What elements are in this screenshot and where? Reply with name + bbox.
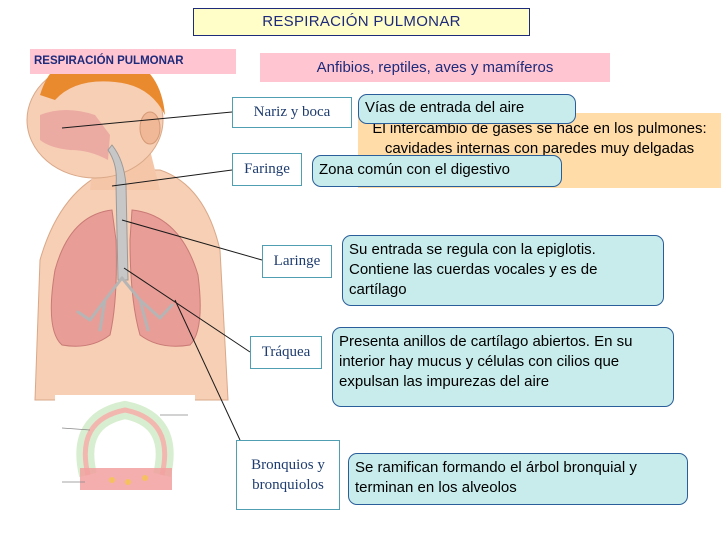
ear-shape	[139, 111, 161, 145]
nasal-cavity	[40, 110, 110, 160]
group-label: Anfibios, reptiles, aves y mamíferos	[260, 53, 610, 82]
organ-desc-bronquios: Se ramifican formando el árbol bronquial…	[348, 453, 688, 505]
organ-desc-traquea: Presenta anillos de cartílago abiertos. …	[332, 327, 674, 407]
organ-label-faringe: Faringe	[232, 153, 302, 186]
organ-desc-laringe: Su entrada se regula con la epiglotis. C…	[342, 235, 664, 306]
left-lung	[50, 209, 117, 347]
trachea-cross-section	[55, 395, 195, 510]
organ-label-traquea: Tráquea	[250, 336, 322, 369]
section-label: RESPIRACIÓN PULMONAR	[30, 49, 236, 74]
organ-desc-faringe: Zona común con el digestivo	[312, 155, 562, 187]
trachea-tube	[107, 144, 129, 281]
bronchial-tree	[76, 276, 174, 332]
right-lung	[129, 209, 201, 347]
page-title: RESPIRACIÓN PULMONAR	[193, 8, 530, 36]
pointer-lines	[61, 111, 263, 441]
organ-label-laringe: Laringe	[262, 245, 332, 278]
organ-desc-nariz-boca: Vías de entrada del aire	[358, 94, 576, 124]
organ-label-nariz-boca: Nariz y boca	[232, 97, 352, 128]
organ-label-bronquios: Bronquios y bronquiolos	[236, 440, 340, 510]
